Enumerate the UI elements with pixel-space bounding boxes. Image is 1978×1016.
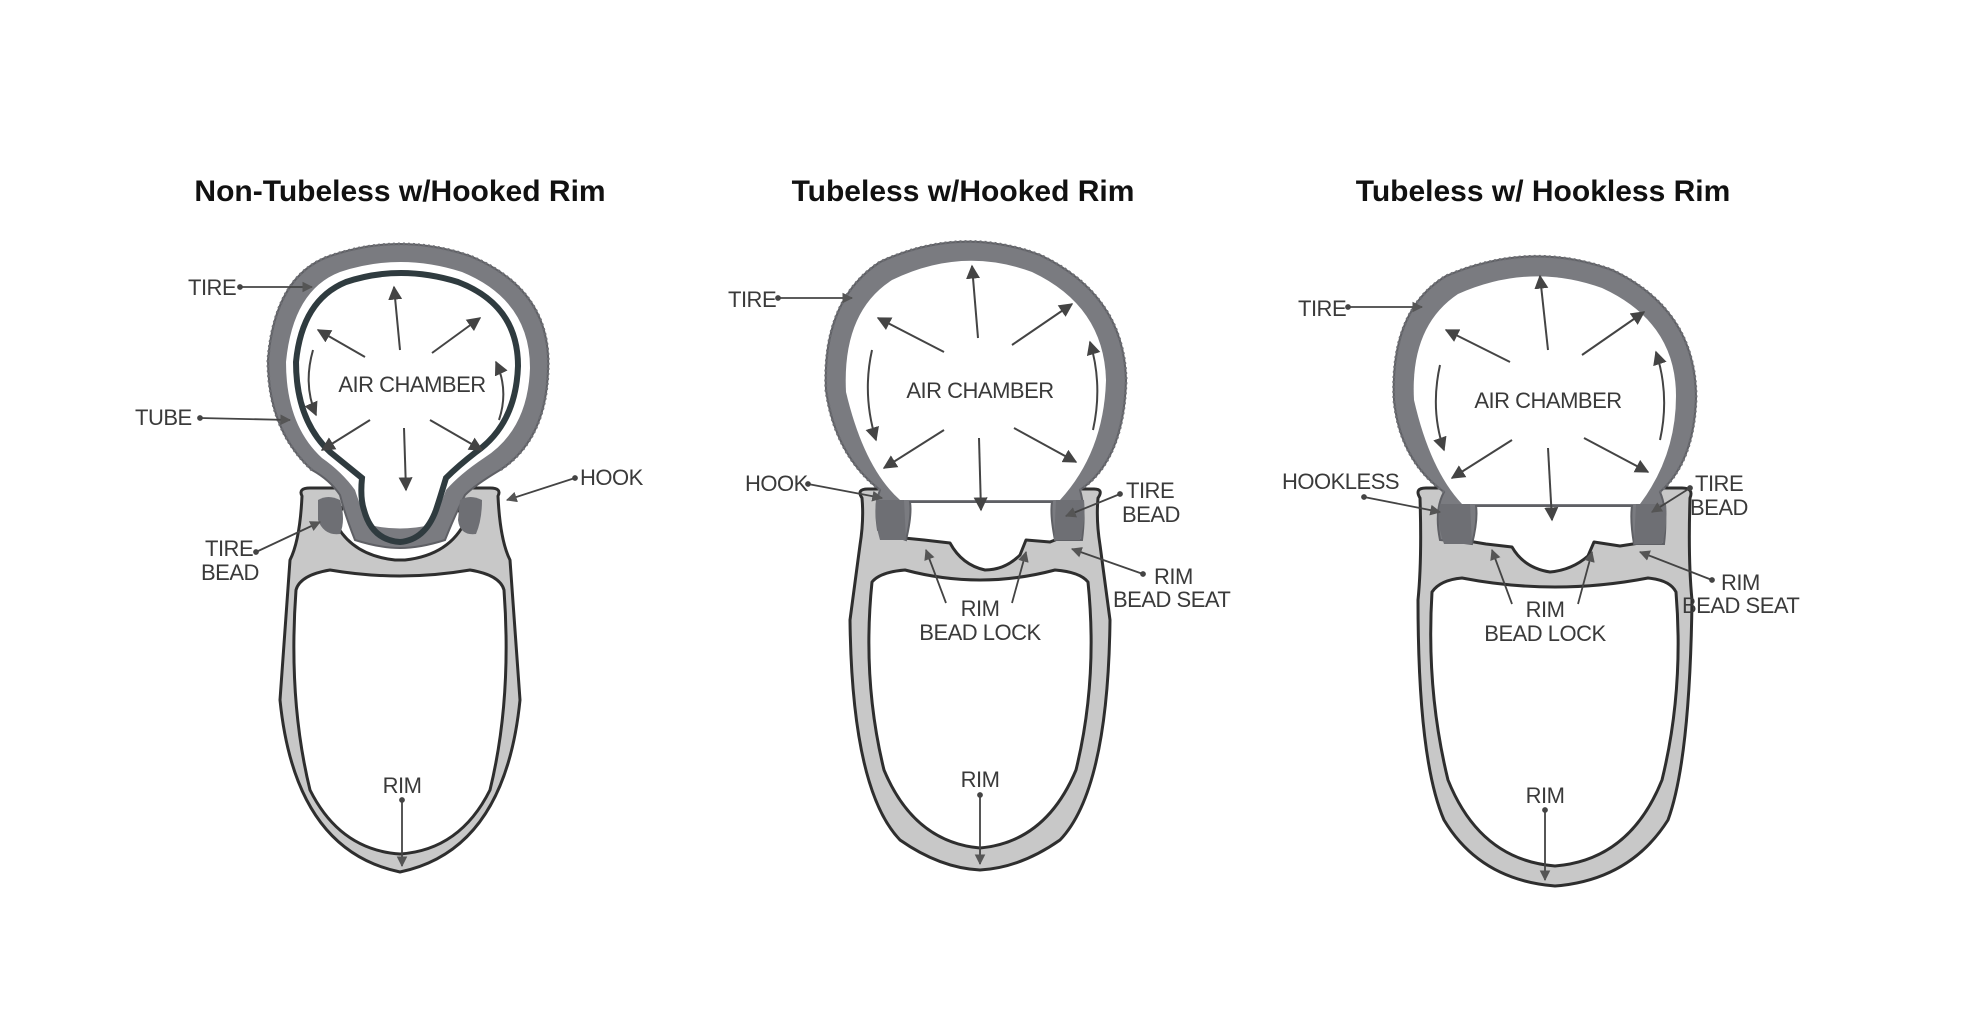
air-pressure-arrows [1433,274,1667,522]
tube-label: TUBE [135,405,192,430]
air-chamber-label: AIR CHAMBER [338,372,485,397]
rim-bead-lock-label-line2: BEAD LOCK [1484,621,1606,646]
hook-label: HOOK [580,465,644,490]
tire-shape [824,240,1128,542]
panel-tubeless-hooked: Tubeless w/Hooked Rim AIR CHAMBER [728,175,1231,872]
hook-label: HOOK [745,471,809,496]
tire-bead-label-line1: TIRE [1695,471,1743,496]
air-pressure-arrows [304,285,508,492]
rim-bead-lock-label-line1: RIM [961,596,1000,621]
air-chamber-label: AIR CHAMBER [906,378,1053,403]
rim-label: RIM [961,767,1000,792]
tire-label: TIRE [188,275,236,300]
rim-shape [848,487,1112,872]
hookless-label: HOOKLESS [1282,469,1399,494]
rim-bead-seat-label-line2: BEAD SEAT [1682,593,1799,618]
panel-title: Tubeless w/Hooked Rim [792,175,1135,208]
panel-non-tubeless-hooked: Non-Tubeless w/Hooked Rim AIR [135,175,644,874]
tire-bead-label-line1: TIRE [205,536,253,561]
panel-tubeless-hookless: Tubeless w/ Hookless Rim AIR CHAMBER [1282,175,1800,888]
tire-bead-label-line1: TIRE [1126,478,1174,503]
tire-bead-label-line2: BEAD [1122,502,1180,527]
tire-bead [318,497,343,535]
tire-label: TIRE [728,287,776,312]
air-pressure-arrows [865,264,1101,512]
tire-bead-label-line2: BEAD [201,560,259,585]
rim-bead-seat-label-line2: BEAD SEAT [1113,587,1230,612]
tire-label: TIRE [1298,296,1346,321]
rim-bead-seat-label-line1: RIM [1721,570,1760,595]
panel-title: Non-Tubeless w/Hooked Rim [194,175,605,208]
rim-bead-lock-label-line1: RIM [1526,597,1565,622]
tire-bead [875,500,906,540]
inner-tube [292,270,522,546]
rim-bead-lock-label-line2: BEAD LOCK [919,620,1041,645]
tire-bead-label-line2: BEAD [1690,495,1748,520]
air-chamber-label: AIR CHAMBER [1474,388,1621,413]
rim-shape [278,486,522,874]
rim-shape [1416,486,1694,888]
rim-label: RIM [383,773,422,798]
tire-bead [1438,504,1472,544]
rim-label: RIM [1526,783,1565,808]
panel-title: Tubeless w/ Hookless Rim [1356,175,1731,208]
rim-bead-seat-label-line1: RIM [1154,564,1193,589]
